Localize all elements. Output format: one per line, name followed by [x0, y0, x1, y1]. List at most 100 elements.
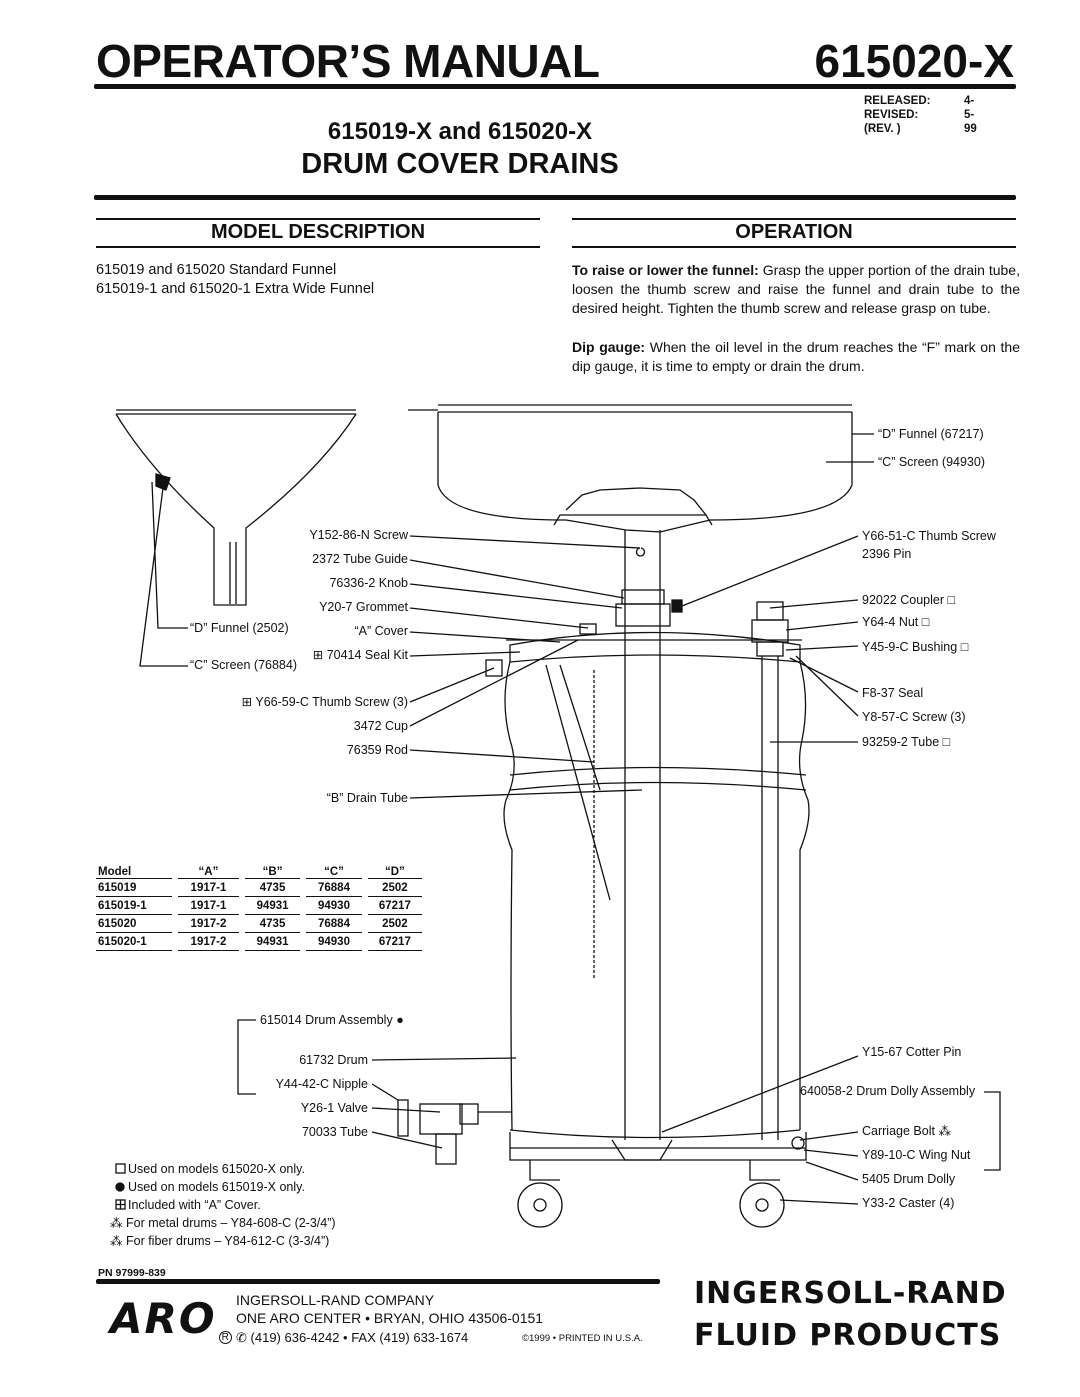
label-drum-assembly: 615014 Drum Assembly ● [260, 1013, 404, 1028]
table-cell: 1917-1 [172, 878, 242, 897]
drain-tube-illustration [615, 530, 683, 1140]
label-tube: 93259-2 Tube □ [862, 735, 950, 750]
label-carriage-bolt-text: Carriage Bolt [862, 1124, 935, 1138]
operation-dip-gauge: Dip gauge: When the oil level in the dru… [572, 338, 1020, 376]
model-desc-top-rule [96, 218, 540, 220]
square-icon: □ [921, 615, 930, 629]
table-cell: 4735 [238, 878, 304, 897]
label-thumb-screw-3: ⊞ Y66-59-C Thumb Screw (3) [242, 695, 408, 710]
label-c-screen: “C” Screen (94930) [878, 455, 985, 469]
label-tube-text: 93259-2 Tube [862, 735, 940, 749]
subtitle-product: DRUM COVER DRAINS [301, 148, 619, 180]
legend-dot: Used on models 615019-X only. [128, 1180, 305, 1194]
label-seal-kit-text: 70414 Seal Kit [326, 648, 408, 662]
label-bushing-text: Y45-9-C Bushing [862, 640, 958, 654]
label-valve: Y26-1 Valve [300, 1101, 368, 1115]
valve-illustration [397, 1099, 512, 1165]
operation-top-rule [572, 218, 1016, 220]
operation-raise-lower: To raise or lower the funnel: Grasp the … [572, 261, 1020, 318]
label-wing-nut: Y89-10-C Wing Nut [862, 1148, 971, 1162]
table-header: “A” [172, 866, 242, 879]
company-phone: ✆ (419) 636-4242 • FAX (419) 633-1674 [236, 1329, 468, 1346]
released-value: 4-5-99 [964, 95, 977, 135]
table-row: 615019 1917-1 4735 76884 2502 [96, 878, 422, 897]
subtitle-rule [94, 195, 1016, 200]
company-name: INGERSOLL-RAND COMPANY [236, 1292, 435, 1308]
legend-square: Used on models 615020-X only. [128, 1162, 305, 1176]
part-number: PN 97999-839 [98, 1267, 166, 1279]
label-drain-tube: “B” Drain Tube [326, 791, 408, 805]
drum-cover-illustration [485, 623, 802, 677]
table-header-row: Model “A” “B” “C” “D” [96, 866, 422, 879]
square-icon: □ [942, 735, 951, 749]
table-cell: 67217 [361, 932, 422, 951]
table-cell: 615019-1 [96, 896, 176, 915]
label-nut: Y64-4 Nut □ [862, 615, 929, 630]
model-desc-line1: 615019 and 615020 Standard Funnel [96, 262, 337, 278]
model-parts-table: Model “A” “B” “C” “D” 615019 1917-1 4735… [96, 866, 422, 951]
table-cell: 615019 [96, 878, 176, 897]
asterisk-icon: ⁂ [110, 1216, 123, 1230]
table-cell: 2502 [361, 914, 422, 933]
raise-lower-text: Grasp the upper portion of the drain tub… [572, 262, 1020, 316]
drum-body-illustration [503, 661, 810, 1161]
dip-gauge-text: When the oil level in the drum reaches t… [572, 339, 1020, 374]
release-info: RELEASED: 4-5-99 REVISED: (REV. ) [864, 94, 977, 136]
label-d-funnel: “D” Funnel (67217) [878, 427, 984, 441]
large-funnel-illustration [408, 404, 853, 533]
legend-metal-text: For metal drums – Y84-608-C (2-3/4”) [125, 1216, 336, 1230]
model-desc-bottom-rule [96, 246, 540, 248]
table-header: “D” [361, 866, 422, 879]
subtitle-models: 615019-X and 615020-X [327, 118, 593, 145]
table-row: 615020 1917-2 4735 76884 2502 [96, 914, 422, 933]
company-phone-text: (419) 636-4242 • FAX (419) 633-1674 [250, 1330, 469, 1345]
fill-tube-illustration [751, 601, 789, 1140]
table-cell: 1917-1 [172, 896, 242, 915]
label-coupler: 92022 Coupler □ [862, 593, 955, 608]
dot-icon: ● [396, 1013, 404, 1027]
label-coupler-text: 92022 Coupler [862, 593, 945, 607]
label-cup: 3472 Cup [353, 719, 408, 733]
manual-title: OPERATOR’S MANUAL [96, 35, 600, 87]
dolly-illustration [509, 1132, 807, 1228]
label-drum: 61732 Drum [299, 1053, 368, 1067]
released-label: RELEASED: [864, 95, 931, 107]
copyright: ©1999 • PRINTED IN U.S.A. [522, 1333, 643, 1344]
table-header: “C” [300, 866, 365, 879]
registered-mark: R [218, 1331, 232, 1344]
raise-lower-lead: To raise or lower the funnel: [572, 262, 759, 278]
label-a-cover: “A” Cover [354, 624, 408, 638]
table-header: Model [96, 866, 176, 879]
label-thumb-screw-3-text: Y66-59-C Thumb Screw (3) [255, 695, 408, 709]
table-cell: 615020-1 [96, 932, 176, 951]
label-rod: 76359 Rod [346, 743, 408, 757]
label-left-d-funnel: “D” Funnel (2502) [190, 621, 289, 635]
label-caster: Y33-2 Caster (4) [862, 1196, 955, 1210]
model-desc-line2: 615019-1 and 615020-1 Extra Wide Funnel [96, 281, 375, 297]
small-funnel-illustration [115, 409, 357, 606]
operation-bottom-rule [572, 246, 1016, 248]
footer-rule-left [96, 1279, 660, 1284]
label-carriage-bolt: Carriage Bolt ⁂ [862, 1124, 951, 1139]
table-header: “B” [238, 866, 304, 879]
legend-metal: ⁂ For metal drums – Y84-608-C (2-3/4”) [110, 1214, 336, 1232]
grid-icon: ⊞ [241, 695, 256, 709]
table-cell: 76884 [300, 878, 365, 897]
table-row: 615019-1 1917-1 94931 94930 67217 [96, 896, 422, 915]
table-cell: 94931 [238, 896, 304, 915]
legend-grid: Included with “A” Cover. [128, 1198, 261, 1212]
table-row: 615020-1 1917-2 94931 94930 67217 [96, 932, 422, 951]
label-screw: Y152-86-N Screw [309, 528, 408, 542]
table-cell: 2502 [361, 878, 422, 897]
rev-label: (REV. ) [864, 123, 901, 135]
label-thumb-screw: Y66-51-C Thumb Screw [862, 529, 996, 543]
label-pin: 2396 Pin [862, 547, 912, 561]
square-icon: □ [947, 593, 956, 607]
phone-icon: ✆ [236, 1330, 247, 1345]
grid-icon: ⊞ [312, 648, 327, 662]
table-cell: 67217 [361, 896, 422, 915]
legend-fiber-text: For fiber drums – Y84-612-C (3-3/4”) [125, 1234, 330, 1248]
label-tube-70033: 70033 Tube [301, 1125, 368, 1139]
